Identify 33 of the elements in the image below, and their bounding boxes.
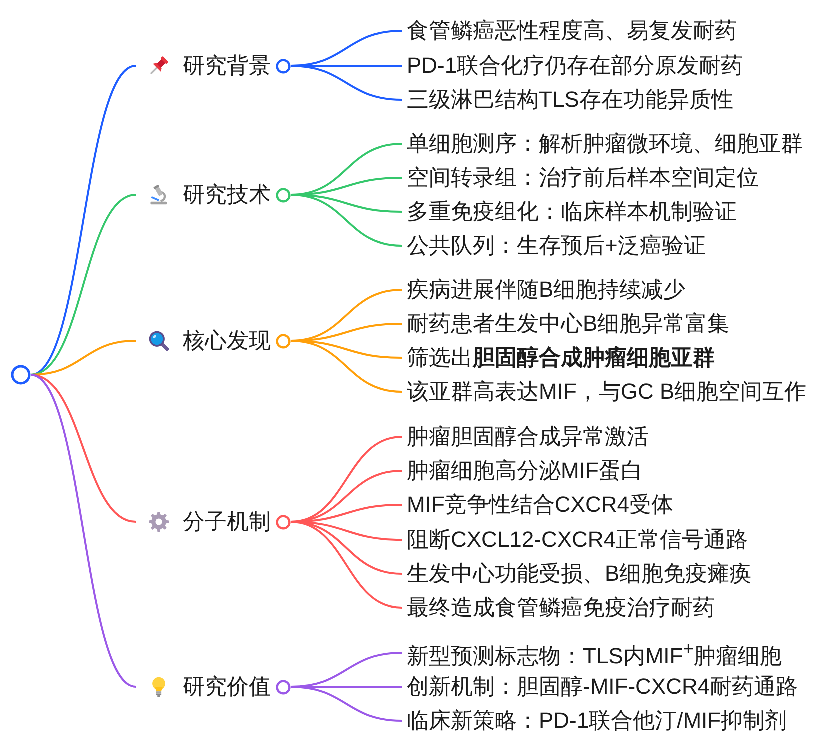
leaf-label: 新型预测标志物：TLS内MIF$^{+}$肿瘤细胞 xyxy=(407,637,782,671)
leaf-label: 筛选出胆固醇合成肿瘤细胞亚群 xyxy=(407,344,715,372)
leaf-label: 食管鳞癌恶性程度高、易复发耐药 xyxy=(407,17,737,45)
branch-label: 研究技术 xyxy=(183,181,271,209)
leaf-label: 疾病进展伴随B细胞持续减少 xyxy=(407,276,686,304)
branch-connector xyxy=(30,374,136,523)
leaf-label: 创新机制：胆固醇-MIF-CXCR4耐药通路 xyxy=(407,673,798,701)
leaf-label: 该亚群高表达MIF，与GC B细胞空间互作 xyxy=(407,378,807,406)
leaf-connector xyxy=(290,194,402,247)
branch-connector xyxy=(30,194,136,376)
leaf-label: 阻断CXCL12-CXCR4正常信号通路 xyxy=(407,526,748,554)
branch-connector xyxy=(30,374,136,688)
leaf-label: MIF竞争性结合CXCR4受体 xyxy=(407,491,674,519)
leaf-label: PD-1联合化疗仍存在部分原发耐药 xyxy=(407,52,744,80)
leaf-label: 多重免疫组化：临床样本机制验证 xyxy=(407,198,737,226)
leaf-label: 最终造成食管鳞癌免疫治疗耐药 xyxy=(407,594,715,622)
leaf-connector xyxy=(290,340,402,393)
leaf-connector xyxy=(290,686,402,722)
leaf-label: 肿瘤胆固醇合成异常激活 xyxy=(407,423,649,451)
leaf-label: 三级淋巴结构TLS存在功能异质性 xyxy=(407,86,734,114)
branch-label: 核心发现 xyxy=(183,327,271,355)
leaf-label: 生发中心功能受损、B细胞免疫瘫痪 xyxy=(407,560,752,588)
branch-label: 研究背景 xyxy=(183,52,271,80)
leaf-label: 耐药患者生发中心B细胞异常富集 xyxy=(407,310,730,338)
leaf-label: 空间转录组：治疗前后样本空间定位 xyxy=(407,164,759,192)
leaf-label: 单细胞测序：解析肿瘤微环境、细胞亚群 xyxy=(407,130,803,158)
leaf-label: 肿瘤细胞高分泌MIF蛋白 xyxy=(407,457,643,485)
branch-label: 研究价值 xyxy=(183,673,271,701)
leaf-connector xyxy=(290,65,402,101)
leaf-label: 公共队列：生存预后+泛癌验证 xyxy=(407,232,706,260)
branch-label: 分子机制 xyxy=(183,508,271,536)
leaf-connector xyxy=(290,521,402,609)
leaf-label: 临床新策略：PD-1联合他汀/MIF抑制剂 xyxy=(407,707,788,735)
